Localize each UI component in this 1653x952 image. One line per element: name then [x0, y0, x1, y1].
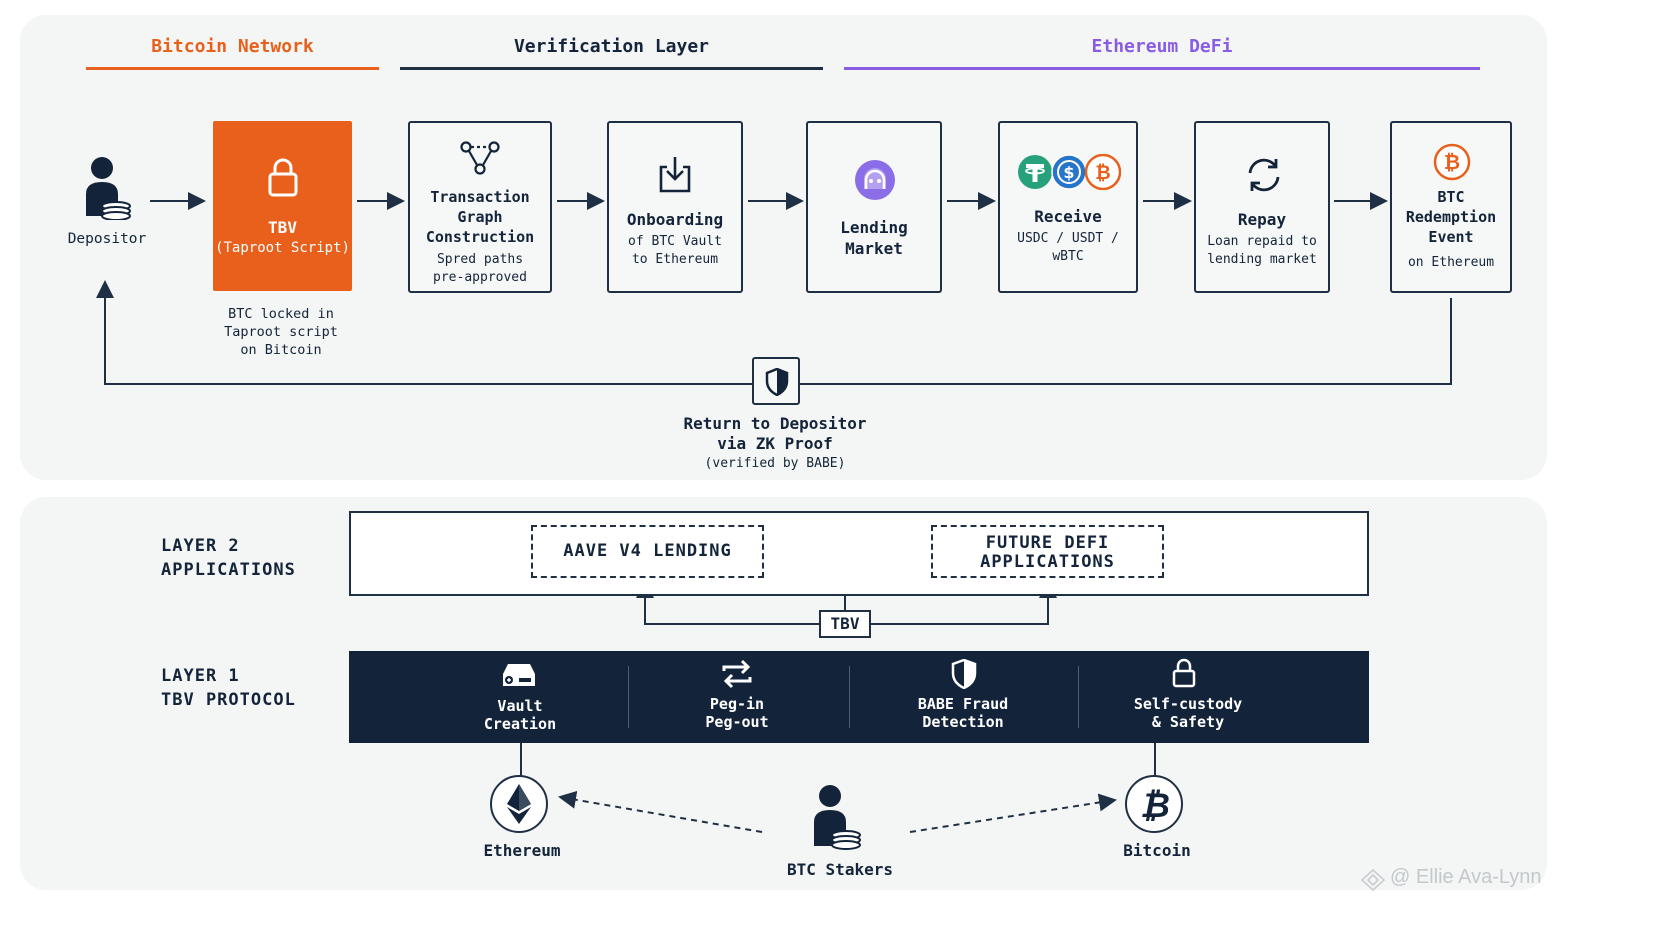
tbv-to-future-line — [871, 580, 1057, 625]
usdc-icon: $ — [1051, 154, 1087, 190]
feature-peg-in-out: Peg-in Peg-out — [705, 695, 769, 731]
tether-icon — [1017, 154, 1053, 190]
ethereum-label: Ethereum — [483, 841, 561, 860]
header-verification-layer: Verification Layer — [513, 36, 710, 57]
bitcoin-icon: ₿ — [1135, 783, 1175, 826]
tbv-connector-tag: TBV — [819, 610, 871, 638]
tbv-title: TBV — [268, 218, 297, 237]
swap-arrows-icon — [720, 659, 754, 689]
transaction-graph-title: Transaction Graph Construction — [425, 188, 535, 246]
watermark-text: @ Ellie Ava-Lynn — [1390, 866, 1542, 888]
btc-stakers-label: BTC Stakers — [787, 860, 893, 879]
feature-self-custody: Self-custody & Safety — [1133, 695, 1243, 731]
refresh-cycle-icon — [1243, 155, 1285, 195]
layer2-container — [349, 511, 1369, 596]
header-ethereum-defi: Ethereum DeFi — [1091, 36, 1233, 57]
header-bitcoin-rule — [86, 67, 379, 70]
watermark-logo-icon — [1360, 868, 1386, 892]
lending-market-title: Lending Market — [840, 218, 908, 258]
lending-market-box: Lending Market — [806, 121, 942, 293]
download-tray-icon — [657, 155, 693, 195]
repay-subtitle: Loan repaid to lending market — [1207, 234, 1317, 267]
bitcoin-coin-icon: ₿ — [1433, 143, 1471, 181]
svg-text:$: $ — [1063, 163, 1074, 182]
repay-title: Repay — [1237, 210, 1287, 229]
lock-icon — [1172, 658, 1196, 688]
return-path-line — [800, 298, 1452, 385]
header-verification-rule — [400, 67, 823, 70]
shield-icon — [765, 367, 789, 397]
depositor-icon — [84, 156, 132, 221]
bitcoin-node: ₿ — [1125, 775, 1183, 833]
depositor-label: Depositor — [67, 231, 147, 247]
receive-subtitle: USDC / USDT / wBTC — [1017, 231, 1119, 264]
vault-car-icon — [499, 660, 539, 690]
btc-stakers-icon — [812, 784, 862, 850]
return-line2: via ZK Proof — [717, 434, 833, 453]
ethereum-node — [490, 775, 548, 833]
receive-title: Receive — [1034, 207, 1102, 226]
transaction-graph-box: Transaction Graph Construction Spred pat… — [408, 121, 552, 293]
layer2-label: LAYER 2 APPLICATIONS — [161, 536, 296, 580]
return-path-line-left — [96, 280, 752, 385]
bitcoin-coin-icon: ₿ — [1084, 153, 1122, 191]
feature-babe-fraud-detection: BABE Fraud Detection — [917, 695, 1009, 731]
transaction-graph-subtitle: Spred paths pre-approved — [433, 252, 527, 285]
onboarding-title: Onboarding — [626, 210, 724, 229]
tbv-caption: BTC locked in Taproot script on Bitcoin — [224, 306, 338, 358]
ethereum-icon — [506, 783, 532, 825]
svg-text:₿: ₿ — [1444, 150, 1460, 174]
tbv-to-aave-line — [636, 580, 819, 625]
return-line1: Return to Depositor — [683, 414, 867, 433]
onboarding-box: Onboarding of BTC Vault to Ethereum — [607, 121, 743, 293]
svg-text:₿: ₿ — [1140, 786, 1170, 825]
svg-text:₿: ₿ — [1095, 162, 1110, 184]
tbv-box: TBV (Taproot Script) — [213, 121, 352, 291]
stakers-to-bitcoin-dashed — [909, 793, 1117, 833]
redemption-subtitle: on Ethereum — [1407, 255, 1495, 270]
bitcoin-label: Bitcoin — [1123, 841, 1191, 860]
receive-box: $ ₿ Receive USDC / USDT / wBTC — [998, 121, 1138, 293]
return-shield-box — [752, 357, 800, 405]
redemption-box: ₿ BTC Redemption Event on Ethereum — [1390, 121, 1512, 293]
layer1-label: LAYER 1 TBV PROTOCOL — [161, 666, 296, 710]
header-bitcoin-network: Bitcoin Network — [151, 36, 314, 57]
layer1-divider — [849, 666, 850, 728]
lock-icon — [268, 157, 298, 197]
onboarding-subtitle: of BTC Vault to Ethereum — [628, 234, 722, 267]
tbv-subtitle: (Taproot Script) — [215, 240, 350, 256]
return-line3: (verified by BABE) — [704, 456, 846, 471]
future-defi-box: FUTURE DEFI APPLICATIONS — [931, 525, 1164, 578]
redemption-title: BTC Redemption Event — [1405, 188, 1497, 246]
feature-vault-creation: Vault Creation — [483, 697, 557, 733]
graph-nodes-icon — [460, 140, 502, 176]
shield-icon — [951, 658, 977, 690]
aave-v4-lending-box: AAVE V4 LENDING — [531, 525, 764, 578]
layer1-divider — [628, 666, 629, 728]
repay-box: Repay Loan repaid to lending market — [1194, 121, 1330, 293]
layer1-divider — [1078, 666, 1079, 728]
stakers-to-ethereum-dashed — [558, 790, 763, 833]
header-ethereum-rule — [844, 67, 1480, 70]
lending-ghost-icon — [854, 159, 896, 201]
